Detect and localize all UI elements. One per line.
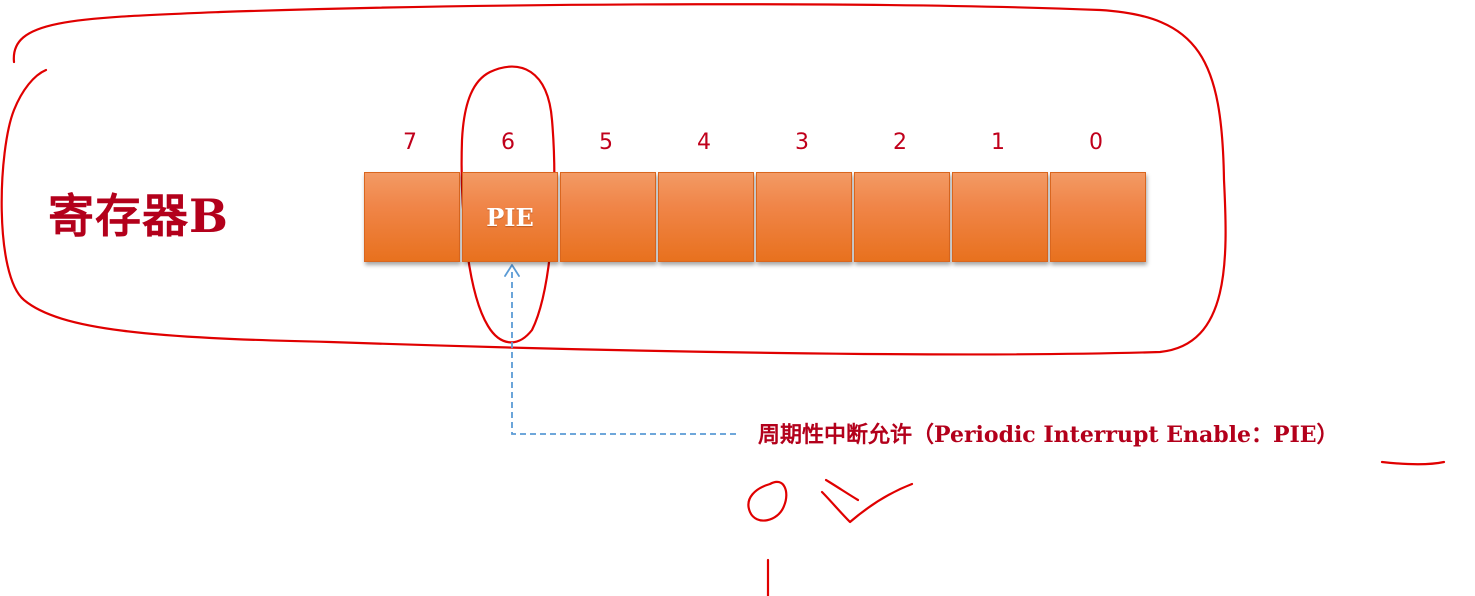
pie-description: 周期性中断允许（Periodic Interrupt Enable：PIE） <box>758 422 1339 448</box>
bit-cell-2 <box>854 172 950 262</box>
handwritten-check-stroke <box>824 478 860 502</box>
bit-cell-0 <box>1050 172 1146 262</box>
bit-cell-6: PIE <box>462 172 558 262</box>
bit-cell-1 <box>952 172 1048 262</box>
bit-index: 5 <box>599 130 613 155</box>
arrowhead-icon <box>504 264 520 277</box>
bit-index: 1 <box>991 130 1005 155</box>
dashed-leader-line <box>511 272 736 435</box>
handdrawn-underline <box>1380 460 1446 466</box>
bit-cell-4 <box>658 172 754 262</box>
bit-cell-7 <box>364 172 460 262</box>
bit-cell-5 <box>560 172 656 262</box>
register-title: 寄存器B <box>48 189 229 243</box>
bit-index: 7 <box>403 130 417 155</box>
bit-index: 3 <box>795 130 809 155</box>
handwritten-zero <box>747 480 788 522</box>
bit-index: 2 <box>893 130 907 155</box>
bit-index: 0 <box>1089 130 1103 155</box>
bit-index: 6 <box>501 130 515 155</box>
bit-cell-3 <box>756 172 852 262</box>
handwritten-checkmark <box>820 482 914 524</box>
handdrawn-bit6-ellipse <box>460 65 556 344</box>
bit-index: 4 <box>697 130 711 155</box>
handdrawn-outer-loop <box>0 3 1227 356</box>
bit-label-pie: PIE <box>486 202 534 232</box>
